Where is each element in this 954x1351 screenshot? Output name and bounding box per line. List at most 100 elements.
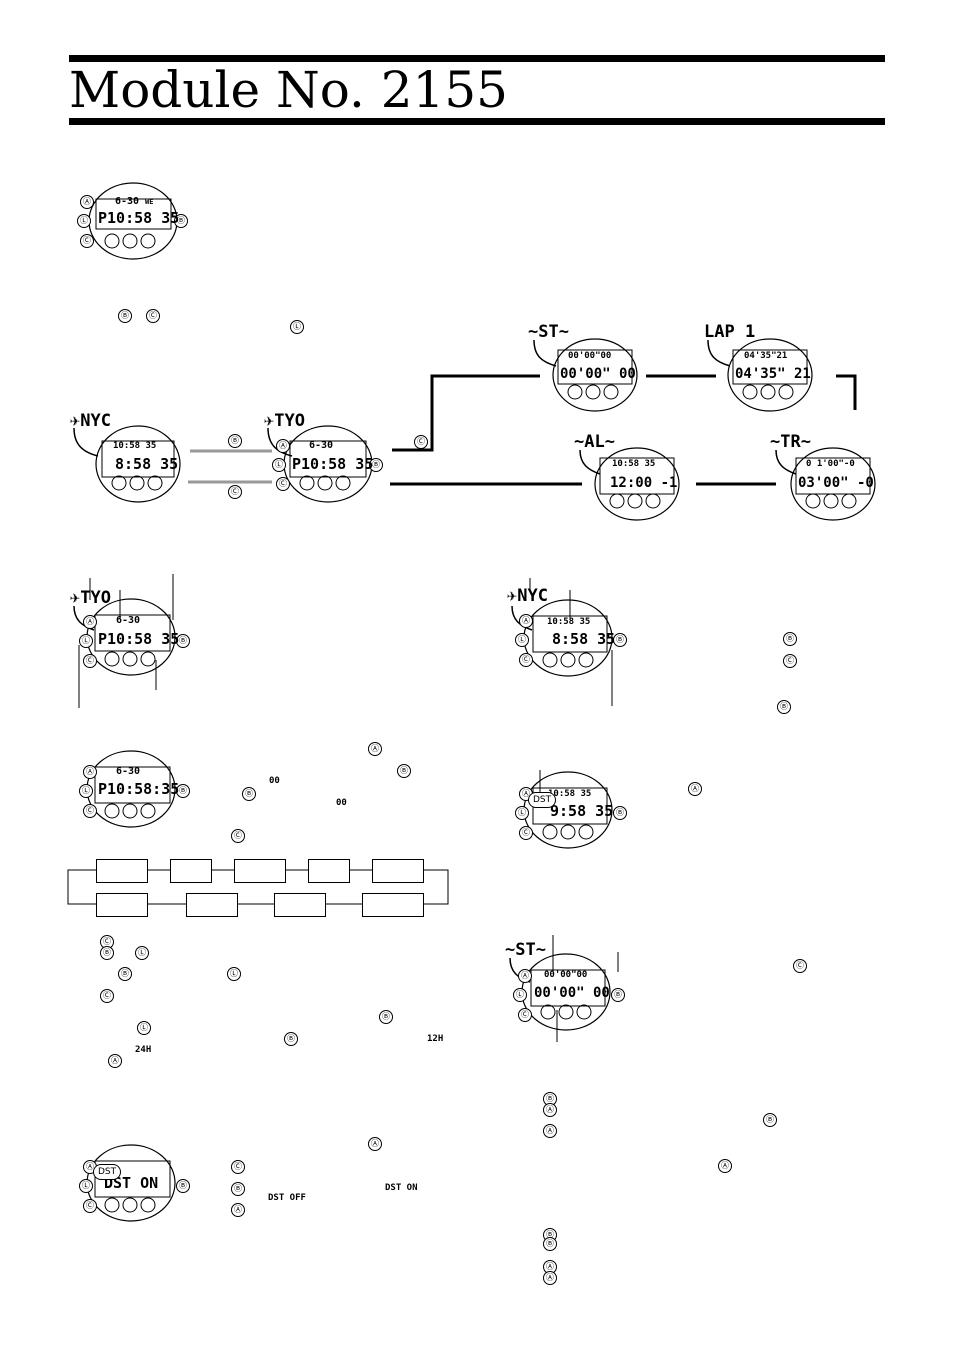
button-l-icon: Ⓛ <box>79 784 93 798</box>
button-c-icon: Ⓒ <box>80 234 94 248</box>
button-c-icon: Ⓒ <box>793 959 807 973</box>
button-a-icon: Ⓐ <box>543 1124 557 1138</box>
tag-nyc: ✈NYC <box>70 411 111 431</box>
al-top: 10:58 35 <box>612 459 656 469</box>
tag-timer: ~TR~ <box>770 432 811 452</box>
tag-stopwatch: ~ST~ <box>505 940 546 960</box>
tag-alarm: ~AL~ <box>574 432 615 452</box>
st-main: 00'00" 00 <box>534 985 610 1001</box>
page-title: Module No. 2155 <box>69 61 508 119</box>
button-c-icon: Ⓒ <box>276 477 290 491</box>
mode-12h: 12H <box>427 1034 444 1044</box>
sequence-box <box>96 893 148 917</box>
sequence-box <box>308 859 350 883</box>
dst-main: 9:58 35 <box>550 802 614 820</box>
button-b-icon: Ⓑ <box>242 787 256 801</box>
button-l-icon: Ⓛ <box>79 1179 93 1193</box>
button-b-icon: Ⓑ <box>118 309 132 323</box>
button-l-icon: Ⓛ <box>513 988 527 1002</box>
button-b-icon: Ⓑ <box>228 434 242 448</box>
button-l-icon: Ⓛ <box>515 806 529 820</box>
button-b-icon: Ⓑ <box>763 1113 777 1127</box>
tyo-main: P10:58 35 <box>98 630 180 648</box>
button-a-icon: Ⓐ <box>543 1271 557 1285</box>
sequence-box <box>96 859 148 883</box>
button-a-icon: Ⓐ <box>80 195 94 209</box>
button-b-icon: Ⓑ <box>176 784 190 798</box>
sequence-box <box>170 859 212 883</box>
tr-top: 0 1'00"-0 <box>806 459 855 469</box>
sequence-box <box>186 893 238 917</box>
button-c-icon: Ⓒ <box>228 485 242 499</box>
mode-24h: 24H <box>135 1045 152 1055</box>
button-c-icon: Ⓒ <box>83 804 97 818</box>
button-c-icon: Ⓒ <box>414 435 428 449</box>
button-a-icon: Ⓐ <box>83 615 97 629</box>
button-b-icon: Ⓑ <box>118 967 132 981</box>
button-c-icon: Ⓒ <box>231 829 245 843</box>
dst-badge: DST <box>528 792 557 808</box>
tag-tyo: ✈TYO <box>70 588 111 608</box>
lap-main: 04'35" 21 <box>735 366 811 382</box>
sequence-box <box>362 893 424 917</box>
button-b-icon: Ⓑ <box>611 988 625 1002</box>
button-b-icon: Ⓑ <box>543 1237 557 1251</box>
tag-stopwatch: ~ST~ <box>528 322 569 342</box>
button-c-icon: Ⓒ <box>518 1008 532 1022</box>
button-b-icon: Ⓑ <box>284 1032 298 1046</box>
button-l-icon: Ⓛ <box>227 967 241 981</box>
tyo-main: P10:58 35 <box>292 455 374 473</box>
watch-case <box>86 182 876 1222</box>
button-c-icon: Ⓒ <box>100 935 114 949</box>
sequence-box <box>274 893 326 917</box>
button-b-icon: Ⓑ <box>100 946 114 960</box>
digit-display: 00 <box>269 776 280 786</box>
button-a-icon: Ⓐ <box>519 614 533 628</box>
nyc-main: 8:58 35 <box>552 630 616 648</box>
button-l-icon: Ⓛ <box>515 633 529 647</box>
button-b-icon: Ⓑ <box>397 764 411 778</box>
tr-main: 03'00" -0 <box>798 475 874 491</box>
button-b-icon: Ⓑ <box>613 633 627 647</box>
button-b-icon: Ⓑ <box>783 632 797 646</box>
nyc-top: 10:58 35 <box>547 617 591 627</box>
button-a-icon: Ⓐ <box>108 1054 122 1068</box>
button-a-icon: Ⓐ <box>83 765 97 779</box>
button-c-icon: Ⓒ <box>83 654 97 668</box>
button-c-icon: Ⓒ <box>519 826 533 840</box>
sequence-box <box>372 859 424 883</box>
button-b-icon: Ⓑ <box>777 700 791 714</box>
lap-top: 04'35"21 <box>744 351 788 361</box>
button-b-icon: Ⓑ <box>176 634 190 648</box>
button-a-icon: Ⓐ <box>231 1203 245 1217</box>
sequence-box <box>234 859 286 883</box>
button-a-icon: Ⓐ <box>368 742 382 756</box>
dst-badge: DST <box>93 1164 122 1180</box>
watch-weekday: WE <box>145 198 154 206</box>
button-c-icon: Ⓒ <box>146 309 160 323</box>
st-top: 00'00"00 <box>568 351 612 361</box>
button-l-icon: Ⓛ <box>77 214 91 228</box>
st-main: 00'00" 00 <box>560 366 636 382</box>
tag-nyc: ✈NYC <box>507 586 548 606</box>
tag-tyo: ✈TYO <box>264 411 305 431</box>
button-b-icon: Ⓑ <box>174 214 188 228</box>
button-b-icon: Ⓑ <box>176 1179 190 1193</box>
button-a-icon: Ⓐ <box>688 782 702 796</box>
button-c-icon: Ⓒ <box>519 653 533 667</box>
dst-off-label: DST OFF <box>268 1193 306 1203</box>
tyo-date: 6-30 <box>309 440 334 451</box>
button-b-icon: Ⓑ <box>369 458 383 472</box>
button-a-icon: Ⓐ <box>368 1137 382 1151</box>
al-main: 12:00 -1 <box>610 475 678 491</box>
button-l-icon: Ⓛ <box>290 320 304 334</box>
dst-setting-main: DST ON <box>104 1174 159 1192</box>
tyo-date: 6-30 <box>116 615 141 626</box>
button-a-icon: Ⓐ <box>518 969 532 983</box>
header-top-rule <box>69 55 885 62</box>
set-date: 6-30 <box>116 766 141 777</box>
button-b-icon: Ⓑ <box>379 1010 393 1024</box>
tag-lap: LAP 1 <box>704 322 756 342</box>
button-b-icon: Ⓑ <box>613 806 627 820</box>
